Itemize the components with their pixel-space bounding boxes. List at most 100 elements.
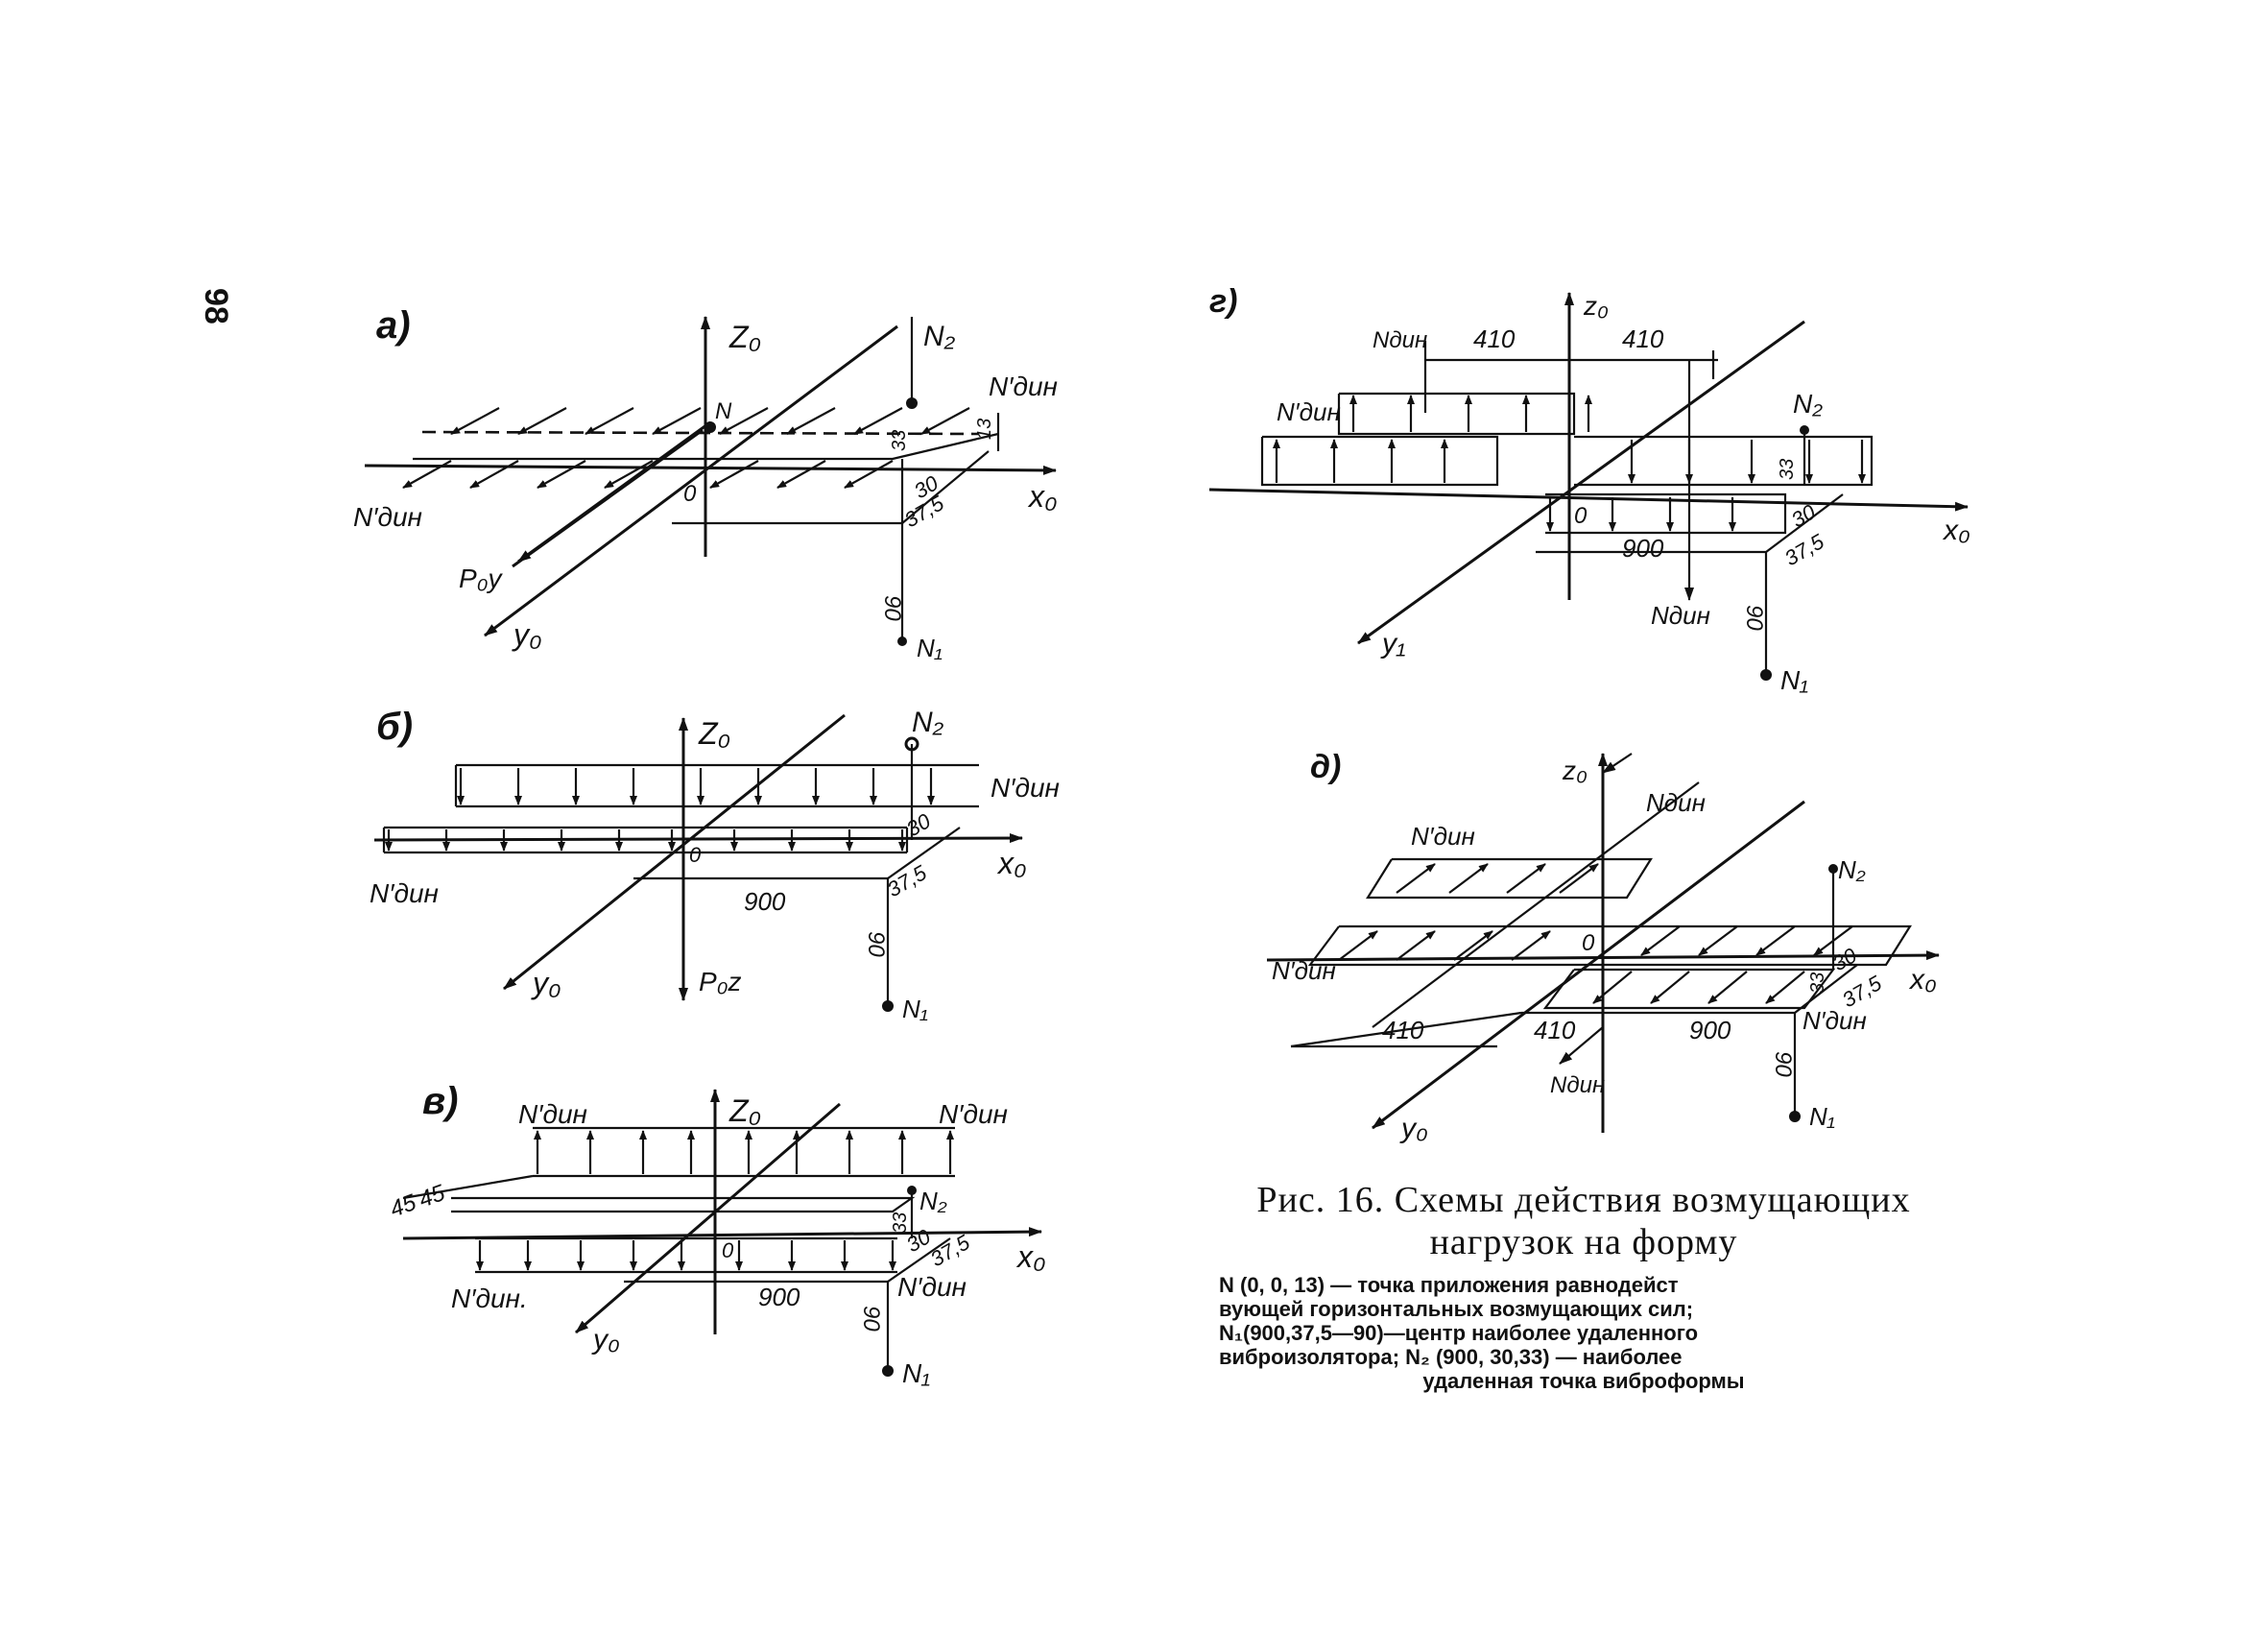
panel-g-origin: 0 xyxy=(1574,503,1588,529)
panel-a-dim-33: 33 xyxy=(889,430,910,451)
caption-note-1: N (0, 0, 13) — точка приложения равнодей… xyxy=(1219,1273,1679,1297)
panel-g-y-label: y₁ xyxy=(1380,628,1405,660)
panel-a-n-point xyxy=(704,421,716,433)
panel-a-origin: 0 xyxy=(683,481,697,507)
panel-d-y-label: y₀ xyxy=(1399,1113,1428,1144)
panel-a-ndyn-left: N′дин xyxy=(353,502,422,532)
panel-g-dim-33: 33 xyxy=(1777,459,1798,480)
panel-g-down-arrows xyxy=(1628,440,1866,484)
panel-a-ndyn-top: N′дин xyxy=(989,372,1058,401)
panel-v-n2-label: N₂ xyxy=(919,1187,947,1215)
panel-b-z-label: Z₀ xyxy=(698,716,730,751)
panel-a-force-arrows-bottom xyxy=(402,460,894,489)
panel-b-bottom-arrows xyxy=(385,829,906,852)
panel-d-mid-plate xyxy=(1307,924,1912,967)
caption-note-2: вующей горизонтальных возмущающих сил; xyxy=(1219,1297,1694,1321)
panel-v-n1-label: N₁ xyxy=(902,1358,930,1388)
panel-v-tag: в) xyxy=(422,1080,458,1122)
panel-d-z-label: z₀ xyxy=(1562,756,1588,785)
panel-g-ndyn-low: Nдин xyxy=(1651,601,1710,630)
panel-d-ndyn-c: N′дин xyxy=(1802,1006,1867,1035)
panel-g-dim-410b: 410 xyxy=(1622,324,1664,353)
panel-a-p-label: P₀y xyxy=(459,564,503,593)
panel-d-dim-410a: 410 xyxy=(1382,1016,1424,1044)
caption-title-1: Рис. 16. Схемы действия возмущающих xyxy=(1256,1180,1911,1220)
panel-d-lower-plate xyxy=(1542,968,1836,1010)
panel-v-bottom-arrows xyxy=(476,1240,896,1271)
panel-a-n2-label: N₂ xyxy=(923,321,956,352)
panel-v-n1-point xyxy=(882,1365,894,1377)
panel-a-n2-point xyxy=(906,397,918,409)
panel-v-y-label: y₀ xyxy=(591,1324,620,1356)
panel-g: г) z₀ x₀ y₁ 410 410 xyxy=(1208,283,1970,695)
panel-v-n2-point xyxy=(907,1186,917,1195)
panel-b-top-arrows xyxy=(457,768,935,805)
panel-d-x-label: x₀ xyxy=(1908,964,1937,996)
panel-a-y-label: y₀ xyxy=(512,617,541,652)
panel-g-tag: г) xyxy=(1209,283,1237,320)
panel-g-ndyn-mid: N′дин xyxy=(1277,397,1341,426)
panel-g-dim-900: 900 xyxy=(1622,534,1664,563)
panel-v-dim-90: 90 xyxy=(858,1306,884,1332)
figure-caption: Рис. 16. Схемы действия возмущающих нагр… xyxy=(1219,1179,1948,1393)
panel-a-plate-edge xyxy=(413,432,999,461)
panel-b-x-axis xyxy=(373,833,1023,844)
panel-a-dim-375: 37,5 xyxy=(900,491,948,532)
panel-d-dim-900: 900 xyxy=(1689,1016,1731,1044)
panel-a-force-arrows-top xyxy=(450,407,970,435)
panel-g-down-row2 xyxy=(1545,492,1787,535)
panel-d-n1-point xyxy=(1789,1111,1801,1122)
panel-v-dim-45b: 45 xyxy=(416,1180,449,1213)
panel-g-up-arrows xyxy=(1349,395,1592,432)
panel-v-x-label: x₀ xyxy=(1015,1239,1045,1274)
panel-g-dim-410a: 410 xyxy=(1473,324,1516,353)
panel-g-y-axis xyxy=(1357,320,1805,645)
panel-d-n1-label: N₁ xyxy=(1809,1102,1835,1131)
panel-d-ndyn-b: N′дин xyxy=(1272,956,1336,985)
panel-g-down-row xyxy=(1574,435,1874,487)
panel-a-plate-diag xyxy=(901,450,990,524)
panel-b-p-label: P₀z xyxy=(699,967,741,996)
panel-d-tag: д) xyxy=(1310,749,1341,785)
panel-g-up-arrows2 xyxy=(1273,439,1448,483)
panel-d-origin: 0 xyxy=(1582,930,1595,956)
panel-b-ndyn-left: N′дин xyxy=(370,878,439,908)
panel-g-n2-label: N₂ xyxy=(1793,389,1823,419)
panel-d-lower-arrows xyxy=(1592,971,1805,1004)
panel-a-n-label: N xyxy=(715,398,732,424)
panel-b-x-label: x₀ xyxy=(996,846,1026,880)
panel-v-dim-33: 33 xyxy=(890,1212,911,1234)
panel-b-dim-900: 900 xyxy=(744,887,786,916)
panel-b-n1-label: N₁ xyxy=(902,995,928,1023)
panel-v-y-axis xyxy=(575,1102,841,1334)
panel-v-top-arrows xyxy=(534,1130,954,1174)
panel-a-dim-90: 90 xyxy=(879,595,905,621)
panel-d-upper-plate xyxy=(1366,857,1653,900)
panel-a-z-label: Z₀ xyxy=(728,320,761,354)
panel-g-z-label: z₀ xyxy=(1583,291,1609,321)
panel-d-ndyn-a: N′дин xyxy=(1411,822,1475,851)
panel-v-ndyn-bl: N′дин. xyxy=(451,1284,528,1313)
panel-d-ndyn-top: Nдин xyxy=(1646,788,1706,817)
panel-g-down-arrows2 xyxy=(1546,497,1736,532)
panel-g-n1-point xyxy=(1760,669,1772,681)
panel-b-n2-point xyxy=(904,736,919,752)
panel-d-ndyn-top-arrow xyxy=(1602,753,1633,774)
panel-v-origin: 0 xyxy=(722,1238,734,1262)
panel-d-y-parallel xyxy=(1372,781,1700,1028)
panel-b: б) Z₀ P₀z x₀ y₀ xyxy=(370,706,1060,1023)
panel-v-z-label: Z₀ xyxy=(728,1093,761,1128)
panel-d-n2-label: N₂ xyxy=(1838,855,1866,884)
panel-d-x-axis xyxy=(1266,950,1940,962)
panel-b-n2-label: N₂ xyxy=(912,707,944,738)
panel-g-ndyn-top: Nдин xyxy=(1373,327,1427,353)
panel-d-upper-arrows xyxy=(1396,863,1599,894)
panel-v-dim-45a: 45 xyxy=(387,1189,420,1223)
caption-title-2: нагрузок на форму xyxy=(1429,1222,1738,1262)
panel-d-dim-410b: 410 xyxy=(1534,1016,1576,1044)
panel-d-ndyn-low: Nдин xyxy=(1550,1072,1605,1098)
caption-note: N (0, 0, 13) — точка приложения равнодей… xyxy=(1219,1273,1948,1393)
panel-a: а) Z₀ x₀ y₀ xyxy=(353,304,1058,662)
caption-note-3: N₁(900,37,5—90)—центр наиболее удаленног… xyxy=(1219,1321,1699,1345)
